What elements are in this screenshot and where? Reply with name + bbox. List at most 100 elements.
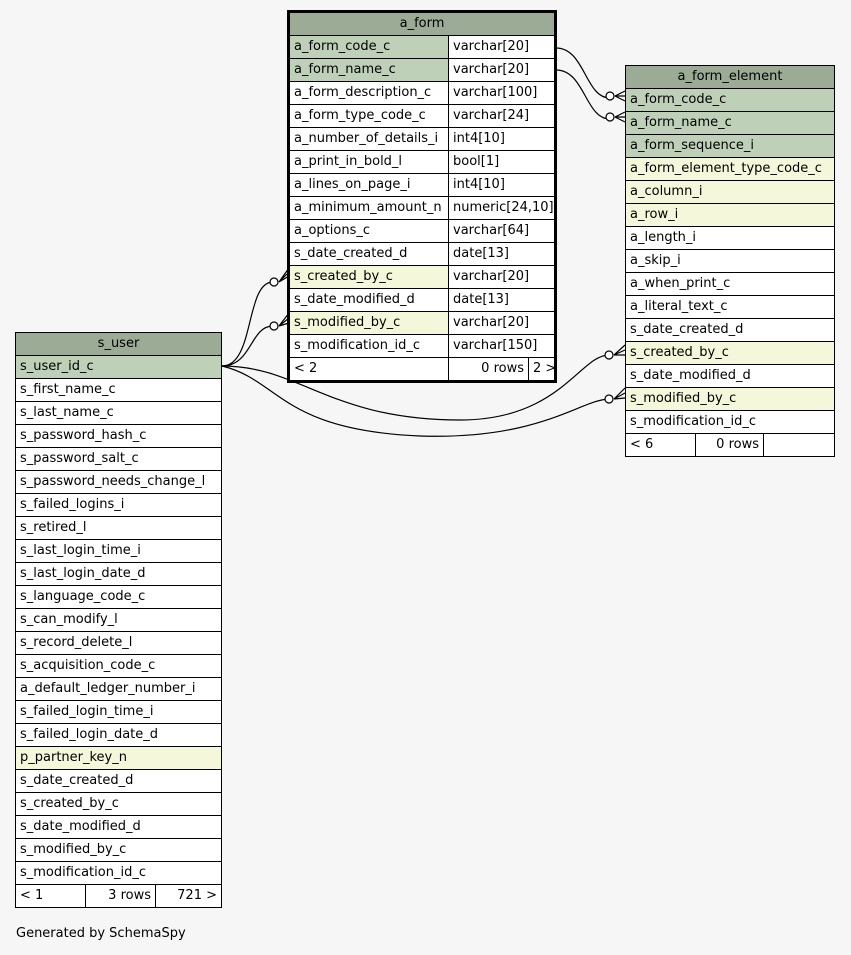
- column-row[interactable]: a_default_ledger_number_i: [15, 677, 222, 701]
- column-name[interactable]: a_form_element_type_code_c: [625, 157, 835, 181]
- column-name[interactable]: s_retired_l: [15, 516, 222, 540]
- column-name[interactable]: a_length_i: [625, 226, 835, 250]
- column-name[interactable]: s_can_modify_l: [15, 608, 222, 632]
- column-name[interactable]: s_date_created_d: [625, 318, 835, 342]
- column-row[interactable]: s_modified_by_c: [625, 387, 835, 411]
- column-row[interactable]: s_record_delete_l: [15, 631, 222, 655]
- column-name[interactable]: s_modified_by_c: [15, 838, 222, 862]
- column-name[interactable]: s_modification_id_c: [625, 410, 835, 434]
- column-row[interactable]: a_form_name_c: [625, 111, 835, 135]
- column-name[interactable]: s_created_by_c: [288, 265, 449, 289]
- column-row[interactable]: s_date_created_d: [625, 318, 835, 342]
- column-row[interactable]: a_column_i: [625, 180, 835, 204]
- column-name[interactable]: s_modification_id_c: [288, 334, 449, 358]
- table-header[interactable]: a_form_element: [625, 65, 835, 89]
- column-name[interactable]: s_record_delete_l: [15, 631, 222, 655]
- column-row[interactable]: s_date_created_d: [15, 769, 222, 793]
- column-name[interactable]: s_modified_by_c: [288, 311, 449, 335]
- column-name[interactable]: a_skip_i: [625, 249, 835, 273]
- column-name[interactable]: s_date_modified_d: [625, 364, 835, 388]
- column-name[interactable]: s_password_hash_c: [15, 424, 222, 448]
- column-row[interactable]: s_failed_login_date_d: [15, 723, 222, 747]
- column-name[interactable]: s_created_by_c: [15, 792, 222, 816]
- column-row[interactable]: s_last_name_c: [15, 401, 222, 425]
- column-name[interactable]: a_options_c: [288, 219, 449, 243]
- column-row[interactable]: s_created_by_c: [15, 792, 222, 816]
- column-row[interactable]: s_language_code_c: [15, 585, 222, 609]
- column-row[interactable]: s_can_modify_l: [15, 608, 222, 632]
- column-name[interactable]: s_password_salt_c: [15, 447, 222, 471]
- column-row[interactable]: a_row_i: [625, 203, 835, 227]
- column-row[interactable]: s_modification_id_c: [15, 861, 222, 885]
- column-name[interactable]: a_form_description_c: [288, 81, 449, 105]
- table-footer-children[interactable]: 2 >: [528, 357, 556, 382]
- column-name[interactable]: s_date_created_d: [15, 769, 222, 793]
- column-name[interactable]: s_date_modified_d: [288, 288, 449, 312]
- column-name[interactable]: a_literal_text_c: [625, 295, 835, 319]
- column-row[interactable]: a_form_code_c: [625, 88, 835, 112]
- column-name[interactable]: s_date_created_d: [288, 242, 449, 266]
- column-row[interactable]: s_failed_logins_i: [15, 493, 222, 517]
- table-header[interactable]: a_form: [288, 11, 556, 36]
- column-name[interactable]: s_password_needs_change_l: [15, 470, 222, 494]
- column-row[interactable]: s_retired_l: [15, 516, 222, 540]
- column-name[interactable]: s_failed_login_time_i: [15, 700, 222, 724]
- table-footer-parents[interactable]: < 2: [288, 357, 449, 382]
- table-header[interactable]: s_user: [15, 332, 222, 356]
- column-row[interactable]: a_length_i: [625, 226, 835, 250]
- column-name[interactable]: a_form_code_c: [288, 35, 449, 59]
- column-name[interactable]: a_row_i: [625, 203, 835, 227]
- table-footer-parents[interactable]: < 6: [625, 433, 696, 457]
- column-name[interactable]: s_failed_logins_i: [15, 493, 222, 517]
- column-row[interactable]: s_modified_by_c: [15, 838, 222, 862]
- column-name[interactable]: s_last_name_c: [15, 401, 222, 425]
- column-name[interactable]: a_print_in_bold_l: [288, 150, 449, 174]
- column-row[interactable]: s_first_name_c: [15, 378, 222, 402]
- column-name[interactable]: s_modified_by_c: [625, 387, 835, 411]
- column-row[interactable]: s_created_by_c: [625, 341, 835, 365]
- column-row[interactable]: s_acquisition_code_c: [15, 654, 222, 678]
- column-row[interactable]: a_form_sequence_i: [625, 134, 835, 158]
- column-name[interactable]: a_default_ledger_number_i: [15, 677, 222, 701]
- column-name[interactable]: p_partner_key_n: [15, 746, 222, 770]
- column-name[interactable]: s_first_name_c: [15, 378, 222, 402]
- column-name[interactable]: s_last_login_time_i: [15, 539, 222, 563]
- column-name[interactable]: s_date_modified_d: [15, 815, 222, 839]
- table-footer-children[interactable]: 721 >: [155, 884, 222, 908]
- column-row[interactable]: a_form_element_type_code_c: [625, 157, 835, 181]
- table-footer-children[interactable]: [763, 433, 835, 457]
- column-row[interactable]: s_modification_id_c: [625, 410, 835, 434]
- column-name[interactable]: a_form_type_code_c: [288, 104, 449, 128]
- column-row[interactable]: s_password_hash_c: [15, 424, 222, 448]
- column-name[interactable]: s_last_login_date_d: [15, 562, 222, 586]
- column-row[interactable]: s_date_modified_d: [15, 815, 222, 839]
- column-name[interactable]: a_form_name_c: [625, 111, 835, 135]
- column-row[interactable]: a_skip_i: [625, 249, 835, 273]
- column-name[interactable]: a_form_name_c: [288, 58, 449, 82]
- column-row[interactable]: s_last_login_time_i: [15, 539, 222, 563]
- column-row[interactable]: a_when_print_c: [625, 272, 835, 296]
- column-name[interactable]: a_when_print_c: [625, 272, 835, 296]
- table-footer-parents[interactable]: < 1: [15, 884, 86, 908]
- column-row[interactable]: s_password_salt_c: [15, 447, 222, 471]
- column-name[interactable]: a_number_of_details_i: [288, 127, 449, 151]
- column-name[interactable]: s_acquisition_code_c: [15, 654, 222, 678]
- column-name[interactable]: s_failed_login_date_d: [15, 723, 222, 747]
- column-row[interactable]: s_failed_login_time_i: [15, 700, 222, 724]
- column-name[interactable]: a_form_code_c: [625, 88, 835, 112]
